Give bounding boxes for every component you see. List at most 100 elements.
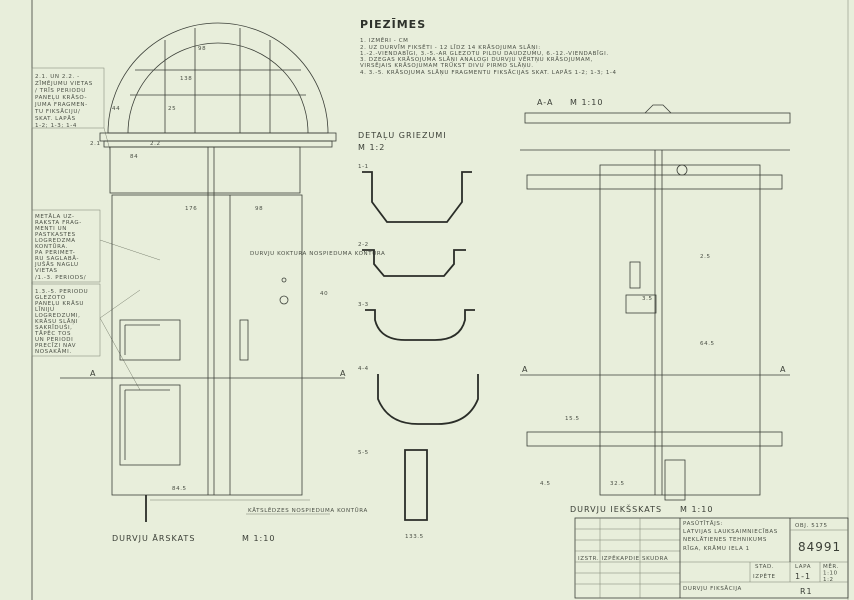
drawing-text: 1-1 (795, 572, 811, 581)
dimension: 98 (255, 206, 263, 212)
dimension: 25 (168, 106, 176, 112)
drawing-text: ZĪMĒJUMU VIETAS (35, 80, 93, 87)
leader-line (99, 239, 161, 261)
drawing-text: MENTI UN (35, 226, 67, 232)
detail-title: DETAĻU GRIEZUMI (358, 131, 447, 141)
drawing-text: PRECĪZI NAV (35, 342, 76, 349)
drawing-text: MĒR. (823, 563, 839, 570)
drawing-text: SKAT. LAPĀS (35, 115, 76, 122)
drawing-text: STAD. (755, 564, 774, 570)
title-block: PASŪTĪTĀJS: LATVIJAS LAUKSAIMNIECĪBAS NE… (574, 517, 849, 599)
drawing-text: LATVIJAS LAUKSAIMNIECĪBAS (683, 528, 778, 535)
drawing-text: 4-4 (358, 366, 369, 372)
detail-scale: M 1:2 (358, 143, 385, 152)
note-line: 1. IZMĒRI - CM (360, 37, 409, 44)
drawing-text: TĀPĒC TOS (34, 330, 71, 337)
drawing-text: OBJ. 5175 (795, 523, 828, 529)
drawing-text: NEKLĀTIENES TEHNIKUMS (683, 536, 767, 543)
drawing-text: 2.1. UN 2.2. - (35, 74, 80, 80)
drawing-text: 1-1 (358, 164, 369, 170)
left-note-3: 1.3.-5. PERIODU GLEZOTO PANEĻU KRĀSU LĪN… (31, 283, 101, 357)
note-line: VIRSĒJAIS KRĀSOJUMAM TRŪKST DIVU PIRMO S… (360, 62, 534, 69)
drawing-text: A (780, 365, 786, 374)
dimension: 15.5 (565, 416, 580, 422)
drawing-text: IZPĒTE (753, 573, 776, 580)
drawing-text: JUMA FRAGMEN- (34, 102, 88, 108)
inner-view-title: DURVJU IEKŠSKATS (570, 503, 662, 514)
drawing-text: UN PERIODI (35, 337, 73, 343)
note-line: 4. 3.-5. KRĀSOJUMA SLĀŅU FRAGMENTU FIKSĀ… (360, 69, 617, 76)
notes-lines: 1. IZMĒRI - CM 2. UZ DURVĪM FIKSĒTI - 12… (360, 37, 617, 76)
drawing-text: 1-2; 1-3; 1-4 (35, 123, 77, 129)
leader-line (99, 289, 141, 319)
drawing-text: RĪGA, KRĀMU IELA 1 (683, 545, 750, 552)
drawing-text: PA PERIMET- (35, 250, 75, 256)
drawing-text: PANEĻU KRĀSO- (35, 94, 87, 101)
drawing-text: LOGREDZMA (35, 238, 76, 244)
door-front-elevation: A A 2.1 2.2 138 98 44 25 84 98 176 40 84… (60, 22, 385, 543)
dimension: 98 (198, 46, 206, 52)
drawing-text: 1:2 (823, 577, 834, 583)
drawing-text: PASTKASTES (35, 232, 76, 238)
drawing-number: 84991 (798, 540, 841, 554)
dimension: 32.5 (610, 481, 625, 487)
leader-line (103, 127, 111, 151)
drawing-text: METĀLA UZ- (35, 213, 75, 220)
drawing-text: / TRĪS PERIODU (35, 87, 86, 94)
inner-view-scale: M 1:10 (680, 505, 713, 514)
front-view-scale: M 1:10 (242, 534, 275, 543)
dimension: 40 (320, 291, 328, 297)
drawing-text: RAKSTA FRAG- (35, 220, 82, 226)
drawing-text: IZSTR. IZPĒKAPDIE SKUDRA (578, 555, 668, 562)
marker-2-1: 2.1 (90, 141, 101, 147)
note-line: 2. UZ DURVĪM FIKSĒTI - 12 LĪDZ 14 KRĀSOJ… (360, 44, 541, 51)
section-a-a: A-A M 1:10 (524, 98, 791, 124)
keyhole-note: DURVJU KOKTURA NOSPIEDUMA KONTŪRA (250, 250, 385, 257)
note-line: 1.-2.-VIENDABĪGI, 3.-5.-AR GLEZOTU PILDU… (360, 50, 609, 57)
note-line: 3. DZEGAS KRĀSOJUMA SLĀŅI ANALOĢI DURVJU… (360, 56, 593, 63)
notes-title: PIEZĪMES (360, 18, 426, 31)
dimension: 4.5 (540, 481, 551, 487)
drawing-text: SAKRĪDUŠI, (35, 324, 73, 331)
drawing-text: R1 (800, 587, 813, 596)
drawing-text: NOSAKĀMI. (35, 348, 72, 355)
front-view-title: DURVJU ĀRSKATS (112, 533, 195, 543)
dimension: 2.5 (700, 254, 711, 260)
drawing-text: KRĀSU SLĀŅI (35, 318, 78, 325)
drawing-text: M 1:10 (570, 98, 603, 107)
left-note-1: 2.1. UN 2.2. - ZĪMĒJUMU VIETAS / TRĪS PE… (31, 67, 105, 129)
dimension: 64.5 (700, 341, 715, 347)
handle-note: KĀTSLĒDZES NOSPIEDUMA KONTŪRA (248, 507, 368, 514)
drawing-text: RU SAGLABĀ- (35, 255, 79, 262)
drawing-text: 1:10 (823, 571, 838, 577)
drawing-text: PASŪTĪTĀJS: (683, 520, 723, 527)
left-note-2: METĀLA UZ- RAKSTA FRAG- MENTI UN PASTKAS… (31, 209, 101, 283)
dimension: 84.5 (172, 486, 187, 492)
drawing-text: 3-3 (358, 302, 369, 308)
drawing-text: /1.-3. PERIODS/ (35, 275, 86, 281)
drawing-text: KONTŪRA. (35, 243, 68, 250)
drawing-text: GLEZOTO (35, 295, 66, 301)
dimension: 44 (112, 106, 120, 112)
section-marker-a-left: A (90, 369, 96, 378)
drawing-text: TU FIKSĀCIJU/ (34, 108, 80, 115)
marker-2-2: 2.2 (150, 141, 161, 147)
door-inner-elevation: A A 64.5 2.5 4.5 15.5 32.5 3.5 DURVJU IE… (520, 149, 790, 514)
drawing-text: VIETAS (35, 268, 58, 274)
drawing-subject: DURVJU FIKSĀCIJA (683, 585, 742, 592)
drawing-text: JUŠĀS NAGLU (34, 261, 79, 268)
drawing-text: PANEĻU KRĀSU (35, 300, 84, 307)
dimension: 3.5 (642, 296, 653, 302)
drawing-text: LAPA (795, 564, 811, 570)
drawing-text: 1.3.-5. PERIODU (35, 289, 88, 295)
drawing-text: A-A (537, 98, 553, 107)
drawing-text: 2-2 (358, 242, 369, 248)
drawing-text: A (522, 365, 528, 374)
dimension: 133.5 (405, 534, 424, 540)
section-marker-a-right: A (340, 369, 346, 378)
drawing-text: LĪNIJU (35, 306, 55, 313)
detail-sections: DETAĻU GRIEZUMI M 1:2 1-1 2-2 3-3 4-4 5-… (358, 131, 479, 540)
dimension: 84 (130, 154, 138, 160)
dimension: 176 (185, 206, 197, 212)
